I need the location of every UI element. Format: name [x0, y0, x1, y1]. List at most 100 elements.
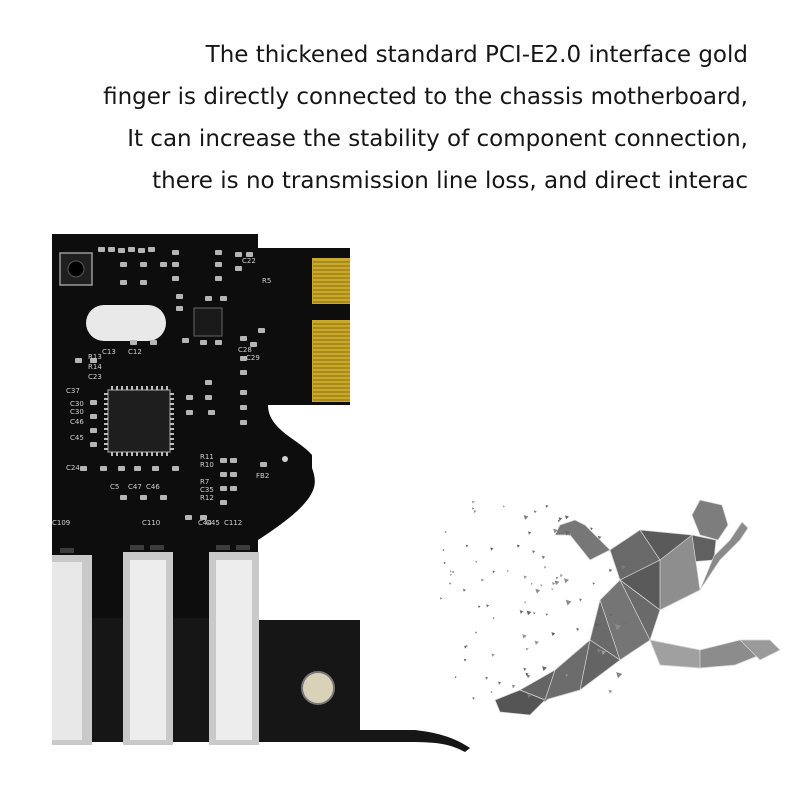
shard-fragment: [565, 673, 569, 677]
silkscreen-label: C45: [70, 434, 84, 442]
smd-component: [185, 515, 192, 520]
smd-component: [90, 442, 97, 447]
shard-fragment: [498, 681, 502, 685]
shard-fragment: [559, 574, 563, 578]
smd-component: [215, 250, 222, 255]
silkscreen-label: C44: [198, 519, 212, 527]
smd-component: [176, 306, 183, 311]
shard-fragment: [590, 527, 593, 531]
shard-fragment: [449, 573, 453, 577]
shard-fragment: [475, 560, 478, 563]
shard-fragment: [594, 622, 600, 628]
smd-component: [246, 252, 253, 257]
smd-component: [172, 250, 179, 255]
smd-component: [100, 466, 107, 471]
silkscreen-label: C12: [128, 348, 142, 356]
silkscreen-label: C24: [66, 464, 80, 472]
smd-component: [235, 266, 242, 271]
smd-component: [235, 252, 242, 257]
shard-fragment: [532, 550, 536, 554]
shard-fragment: [523, 575, 528, 579]
silkscreen-label: R10: [200, 461, 214, 469]
shard-fragment: [554, 580, 560, 586]
smd-component: [230, 472, 237, 477]
smd-component: [172, 466, 179, 471]
smd-component: [172, 262, 179, 267]
shard-fragment: [608, 689, 613, 694]
shard-fragment: [491, 653, 495, 657]
silkscreen-label: C45: [206, 519, 220, 527]
caption-text: The thickened standard PCI-E2.0 interfac…: [0, 34, 748, 202]
silkscreen-label: C28: [238, 346, 252, 354]
shard-fragment: [558, 517, 563, 521]
shard-fragment: [511, 684, 516, 689]
runner-fragment: [691, 499, 729, 541]
shard-fragment: [540, 584, 543, 587]
smd-component: [90, 428, 97, 433]
runner-fragment: [649, 639, 701, 669]
smd-component: [186, 410, 193, 415]
shard-fragment: [454, 676, 457, 679]
smd-component: [240, 390, 247, 395]
mounting-hole: [282, 456, 288, 462]
smd-component: [250, 342, 257, 347]
usb-port: [52, 555, 92, 745]
shard-fragment: [443, 561, 446, 565]
silkscreen-label: R7: [200, 478, 209, 486]
shard-fragment: [492, 570, 496, 574]
shard-fragment: [449, 570, 452, 573]
shard-fragment: [535, 588, 541, 594]
silkscreen-label: R5: [262, 277, 271, 285]
smd-component: [120, 262, 127, 267]
shard-fragment: [506, 570, 510, 573]
silkscreen-label: C23: [88, 373, 102, 381]
shard-fragment: [465, 544, 469, 548]
shard-fragment: [553, 528, 558, 534]
shard-fragment: [519, 610, 524, 614]
controller-chip: [107, 389, 171, 453]
smd-component: [148, 247, 155, 252]
shard-fragment: [555, 576, 559, 580]
shard-fragment: [480, 578, 484, 582]
smd-component: [182, 338, 189, 343]
shard-fragment: [492, 617, 495, 620]
smd-component: [186, 395, 193, 400]
shard-fragment: [551, 582, 556, 586]
caption-line: finger is directly connected to the chas…: [103, 84, 748, 110]
smd-component: [90, 414, 97, 419]
silkscreen-label: C29: [246, 354, 260, 362]
smd-component: [120, 495, 127, 500]
smd-component: [90, 400, 97, 405]
shard-fragment: [543, 566, 547, 569]
silkscreen-label: C5: [110, 483, 119, 491]
silkscreen-label: C112: [224, 519, 242, 527]
smd-component: [176, 294, 183, 299]
silkscreen-label: C30: [70, 400, 84, 408]
shard-fragment: [526, 610, 532, 616]
shard-fragment: [597, 535, 602, 540]
shard-fragment: [592, 582, 595, 585]
runner-fragment: [544, 639, 591, 701]
shard-fragment: [526, 674, 531, 679]
smd-component: [130, 340, 137, 345]
shard-fragment: [525, 647, 529, 651]
eeprom-chip: [193, 307, 223, 337]
smd-component: [240, 420, 247, 425]
smd-component: [240, 370, 247, 375]
smd-component: [215, 340, 222, 345]
smd-component: [215, 276, 222, 281]
shard-fragment: [523, 667, 527, 671]
smd-component: [220, 296, 227, 301]
shard-fragment: [463, 658, 467, 662]
silkscreen-label: R11: [200, 453, 214, 461]
smd-component: [160, 262, 167, 267]
shard-fragment: [490, 547, 494, 551]
shard-fragment: [524, 601, 527, 604]
usb-port: [123, 552, 173, 745]
shard-fragment: [533, 510, 537, 514]
smd-component: [230, 486, 237, 491]
shard-fragment: [522, 634, 527, 639]
smd-component: [108, 247, 115, 252]
shard-fragment: [444, 530, 447, 534]
